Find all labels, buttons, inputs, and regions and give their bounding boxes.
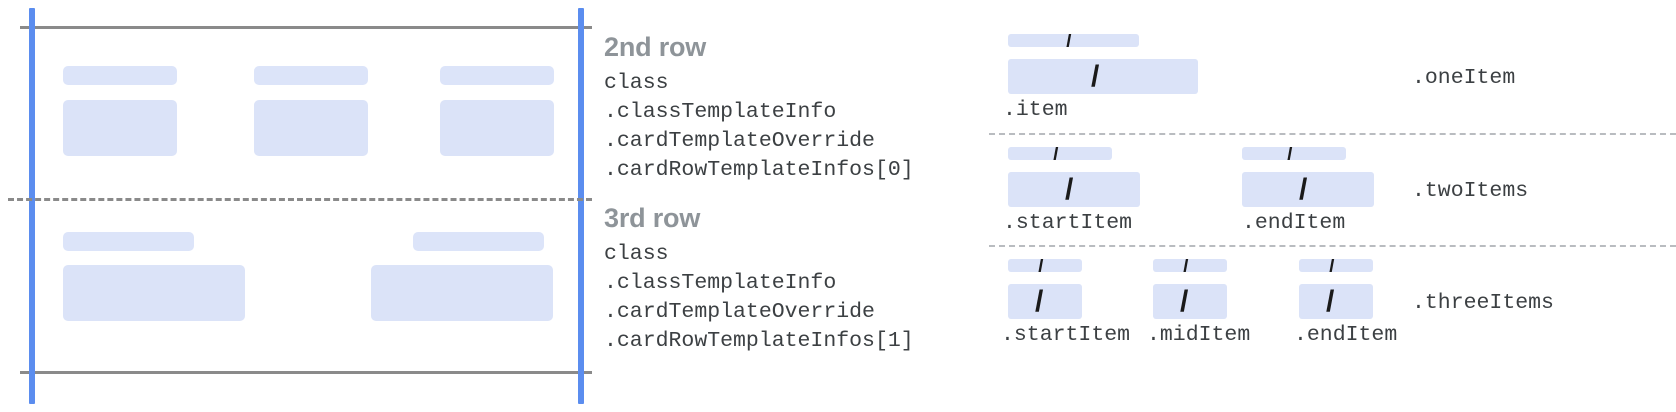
one-item-body-bar: /	[1008, 59, 1198, 94]
second-row-heading: 2nd row	[604, 32, 707, 62]
slash-icon: /	[1329, 259, 1335, 272]
row2-item3-body-placeholder	[440, 100, 554, 156]
row2-item2-title-placeholder	[254, 66, 368, 85]
two-items-variant-label: .twoItems	[1412, 179, 1529, 203]
slash-icon: /	[1326, 285, 1335, 318]
slash-icon: /	[1299, 173, 1308, 206]
three-items-start-title-bar: /	[1008, 259, 1082, 272]
one-item-title-bar: /	[1008, 34, 1139, 47]
card-right-guide	[578, 8, 584, 404]
two-items-start-body-bar: /	[1008, 172, 1140, 207]
three-items-mid-body-bar: /	[1153, 284, 1227, 319]
third-row-heading: 3rd row	[604, 203, 701, 233]
row2-item1-title-placeholder	[63, 66, 177, 85]
two-items-end-body-bar: /	[1242, 172, 1374, 207]
three-items-end-slot-label: .endItem	[1294, 323, 1398, 347]
row-divider	[8, 198, 592, 201]
second-row-description: 2nd row class .classTemplateInfo .cardTe…	[604, 32, 914, 185]
three-items-end-body-bar: /	[1299, 284, 1373, 319]
slash-icon: /	[1180, 285, 1189, 318]
item-variants-panel: / / .item .oneItem / / .startItem	[975, 0, 1676, 412]
one-item-variant-label: .oneItem	[1412, 66, 1516, 90]
two-items-slot-start: / / .startItem	[1003, 147, 1140, 235]
row3-item2-title-placeholder	[413, 232, 544, 251]
slash-icon: /	[1287, 147, 1293, 160]
three-items-mid-title-bar: /	[1153, 259, 1227, 272]
second-row-code-line-1: class	[604, 71, 669, 95]
second-row-code-line-3: .cardTemplateOverride	[604, 129, 875, 153]
one-item-slot-label: .item	[1003, 98, 1068, 122]
row2-item2-body-placeholder	[254, 100, 368, 156]
two-items-end-slot-label: .endItem	[1242, 211, 1346, 235]
card-row-template-preview	[0, 0, 600, 412]
slash-icon: /	[1065, 173, 1074, 206]
three-items-start-slot-label: .startItem	[1001, 323, 1131, 347]
variant-separator-1	[989, 133, 1676, 135]
second-row-code-line-2: .classTemplateInfo	[604, 100, 837, 124]
row3-item2-body-placeholder	[371, 265, 553, 321]
two-items-start-title-bar: /	[1008, 147, 1112, 160]
one-item-slot-item: / / .item	[1003, 34, 1198, 122]
card-bottom-edge	[20, 371, 592, 374]
second-row-code-line-4: .cardRowTemplateInfos[0]	[604, 158, 914, 182]
card-left-guide	[29, 8, 35, 404]
three-items-end-title-bar: /	[1299, 259, 1373, 272]
three-items-slot-end: / / .endItem	[1294, 259, 1397, 347]
two-items-end-title-bar: /	[1242, 147, 1346, 160]
row2-item1-body-placeholder	[63, 100, 177, 156]
third-row-code-line-2: .classTemplateInfo	[604, 271, 837, 295]
third-row-code-line-4: .cardRowTemplateInfos[1]	[604, 329, 914, 353]
two-items-slot-end: / / .endItem	[1242, 147, 1374, 235]
third-row-code-line-3: .cardTemplateOverride	[604, 300, 875, 324]
slash-icon: /	[1038, 259, 1044, 272]
row2-item3-title-placeholder	[440, 66, 554, 85]
slash-icon: /	[1035, 285, 1044, 318]
two-items-start-slot-label: .startItem	[1003, 211, 1133, 235]
three-items-start-body-bar: /	[1008, 284, 1082, 319]
slash-icon: /	[1091, 60, 1100, 93]
third-row-description: 3rd row class .classTemplateInfo .cardTe…	[604, 203, 914, 356]
card-top-edge	[20, 26, 592, 29]
slash-icon: /	[1183, 259, 1189, 272]
slash-icon: /	[1066, 34, 1072, 47]
variant-separator-2	[989, 245, 1676, 247]
three-items-mid-slot-label: .midItem	[1147, 323, 1251, 347]
three-items-variant-label: .threeItems	[1412, 291, 1554, 315]
third-row-code-line-1: class	[604, 242, 669, 266]
slash-icon: /	[1053, 147, 1059, 160]
row3-item1-body-placeholder	[63, 265, 245, 321]
three-items-slot-mid: / / .midItem	[1147, 259, 1250, 347]
three-items-slot-start: / / .startItem	[1001, 259, 1130, 347]
row3-item1-title-placeholder	[63, 232, 194, 251]
